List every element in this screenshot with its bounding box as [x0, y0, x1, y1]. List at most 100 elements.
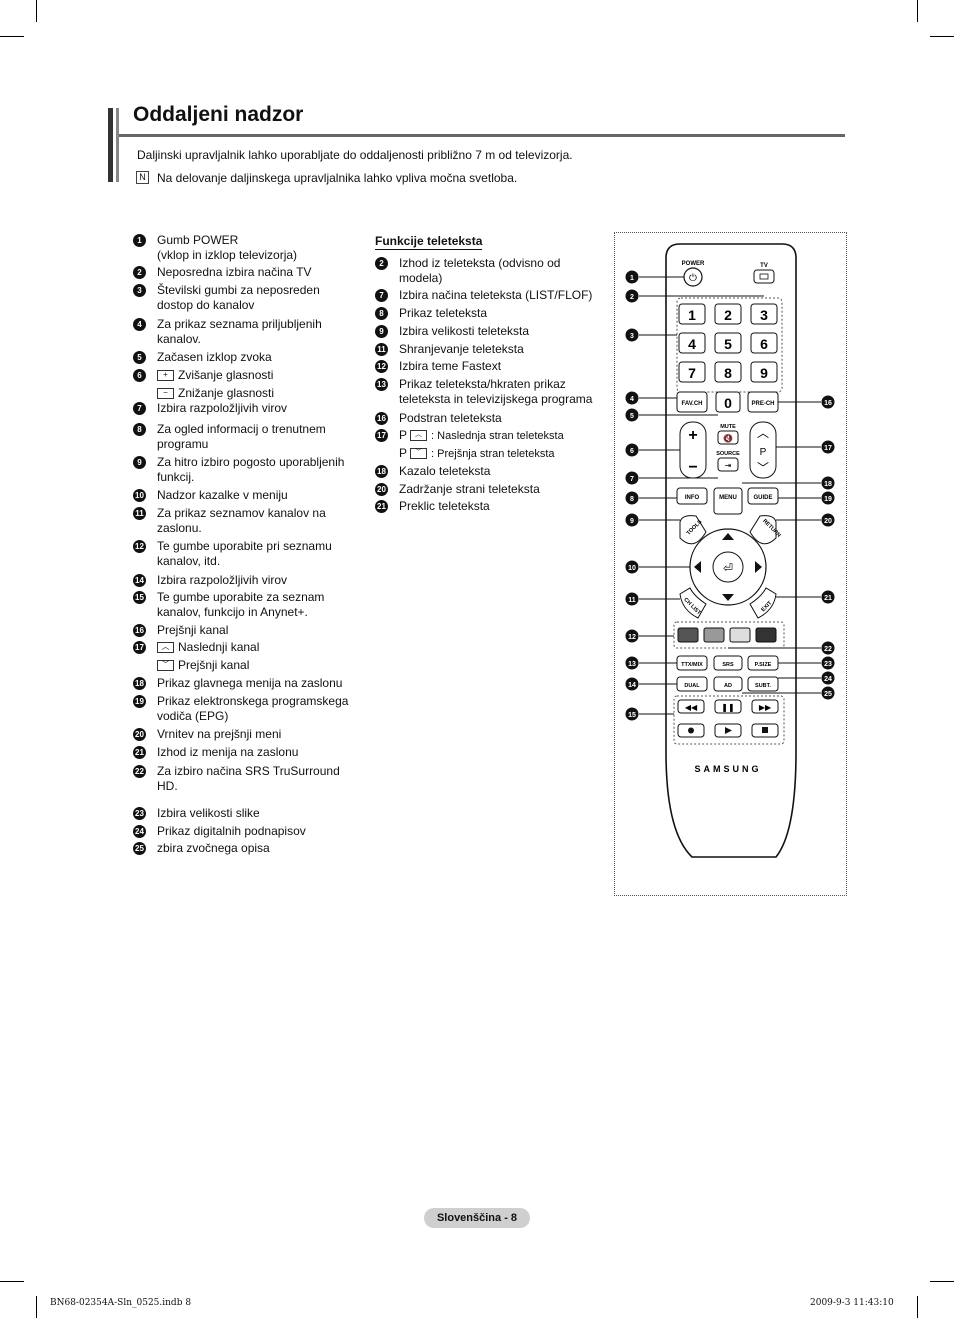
samsung-logo: SAMSUNG — [694, 764, 761, 774]
item-line: Te gumbe uporabite pri seznamu — [157, 539, 332, 553]
digit-1-button[interactable] — [678, 303, 706, 325]
mute-icon: 🔇 — [723, 433, 733, 443]
item-line: Za ogled informacij o trenutnem — [157, 422, 326, 436]
digit-4-button[interactable] — [678, 332, 706, 354]
callout-marker — [821, 590, 835, 604]
pause-button[interactable] — [714, 699, 742, 714]
srs-button[interactable] — [713, 655, 743, 671]
callout-number: 4 — [630, 396, 634, 403]
callout-marker — [821, 476, 835, 490]
ad-button[interactable] — [713, 676, 743, 692]
item-line: zbira zvočnega opisa — [157, 841, 270, 855]
fav-ch-button[interactable] — [676, 391, 708, 413]
digit-9-button[interactable] — [750, 361, 778, 383]
item-line: vodiča (EPG) — [157, 709, 229, 723]
tv-icon — [759, 273, 769, 280]
digit-3-button[interactable] — [750, 303, 778, 325]
item-line-text: Zvišanje glasnosti — [178, 368, 274, 382]
item-line: Prikaz teleteksta/hkraten prikaz — [399, 377, 566, 391]
playback-frame — [673, 695, 785, 745]
tools-button[interactable] — [679, 515, 707, 545]
callout-marker — [821, 395, 835, 409]
item-text: Zadržanje strani teleteksta — [399, 482, 540, 497]
callout-number: 5 — [630, 413, 634, 420]
info-label: INFO — [685, 495, 700, 501]
channel-rocker[interactable] — [749, 421, 777, 479]
arrow-down-icon — [722, 594, 734, 601]
p-label: P — [399, 428, 408, 442]
callout-number: 19 — [824, 496, 832, 503]
menu-button[interactable] — [713, 487, 743, 515]
callout-marker — [625, 707, 639, 721]
callout-marker — [821, 440, 835, 454]
return-button[interactable] — [749, 515, 777, 545]
subt-button[interactable] — [747, 676, 779, 692]
keypad-frame — [676, 297, 783, 393]
callout-markers: 1234567891011121314151617181920212223242… — [625, 270, 835, 721]
item-line: P︿: Naslednja stran teleteksta — [399, 428, 564, 446]
ch-list-button[interactable] — [679, 587, 707, 619]
item-line: Prikaz glavnega menija na zaslonu — [157, 676, 343, 690]
callout-marker — [821, 686, 835, 700]
callout-marker — [625, 513, 639, 527]
digit-7-button[interactable] — [678, 361, 706, 383]
digit-8-button[interactable] — [714, 361, 742, 383]
item-line-text: : Naslednja stran teleteksta — [431, 430, 564, 442]
item-number-badge: 17 — [133, 641, 146, 654]
item-number-badge: 25 — [133, 842, 146, 855]
dual-label: DUAL — [684, 683, 700, 689]
item-line: Prikaz elektronskega programskega — [157, 694, 349, 708]
color-key-2-button[interactable] — [703, 627, 725, 643]
fast-forward-button[interactable] — [751, 699, 779, 714]
item-line: funkcij. — [157, 470, 195, 484]
item-number-badge: 18 — [375, 465, 388, 478]
item-number-badge: 8 — [133, 423, 146, 436]
item-line: kanalov, funkcijo in Anynet+. — [157, 605, 308, 619]
key-icon: ﹀ — [410, 448, 428, 460]
callout-number: 16 — [824, 400, 832, 407]
source-icon: ⇥ — [725, 461, 732, 470]
item-text: Začasen izklop zvoka — [157, 350, 272, 365]
crop-mark — [930, 1281, 954, 1282]
item-number-badge: 1 — [133, 234, 146, 247]
tv-button[interactable] — [753, 269, 775, 284]
color-key-3-button[interactable] — [729, 627, 751, 643]
enter-button[interactable] — [712, 551, 744, 583]
item-text: Izbira teme Fastext — [399, 359, 501, 374]
callout-marker — [625, 491, 639, 505]
guide-button[interactable] — [747, 487, 779, 505]
item-line: Shranjevanje teleteksta — [399, 342, 524, 356]
digit-5-button[interactable] — [714, 332, 742, 354]
color-key-1-button[interactable] — [677, 627, 699, 643]
item-number-badge: 15 — [133, 591, 146, 604]
digit-0-button[interactable] — [715, 391, 741, 413]
item-line: kanalov. — [157, 332, 201, 346]
source-button[interactable] — [717, 457, 739, 472]
callout-number: 25 — [824, 691, 832, 698]
item-line: Začasen izklop zvoka — [157, 350, 272, 364]
mute-button[interactable] — [717, 430, 739, 445]
teletext-section-title: Funkcije teleteksta — [375, 234, 483, 250]
item-text: Izbira razpoložljivih virov — [157, 401, 287, 416]
item-line: ﹀Prejšnji kanal — [157, 658, 259, 673]
item-text: ︿Naslednji kanal﹀Prejšnji kanal — [157, 640, 259, 673]
item-number-badge: 22 — [133, 765, 146, 778]
callout-number: 24 — [824, 676, 832, 683]
item-line: Izbira teme Fastext — [399, 359, 502, 373]
callout-number: 23 — [824, 661, 832, 668]
digit-6-button[interactable] — [750, 332, 778, 354]
info-button[interactable] — [676, 487, 708, 505]
digit-2-button[interactable] — [714, 303, 742, 325]
color-key-4-button[interactable] — [755, 627, 777, 643]
item-text: zbira zvočnega opisa — [157, 841, 270, 856]
item-number-badge: 7 — [133, 402, 146, 415]
rewind-button[interactable] — [677, 699, 705, 714]
item-line: kanalov, itd. — [157, 554, 221, 568]
key-icon: − — [157, 388, 174, 400]
exit-button[interactable] — [749, 587, 777, 619]
